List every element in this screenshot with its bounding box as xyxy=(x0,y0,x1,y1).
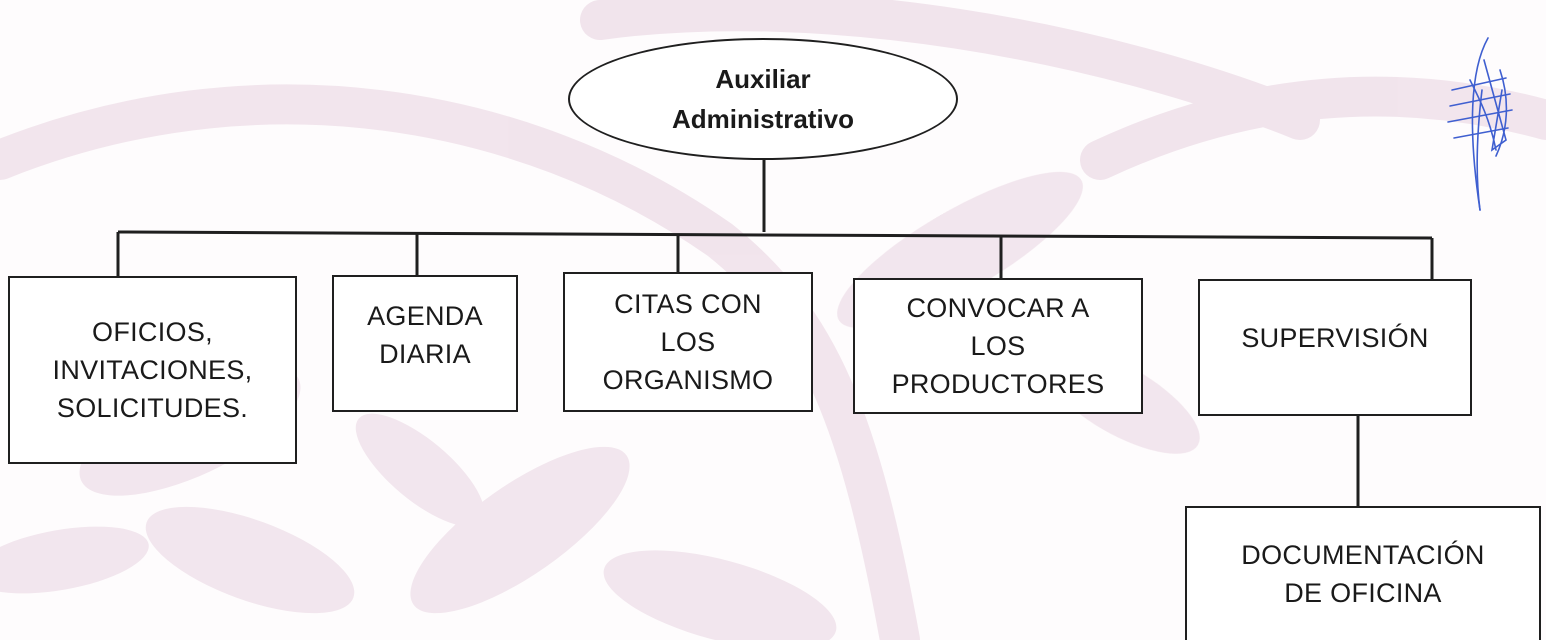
node-citas-label: CITAS CON LOS ORGANISMO xyxy=(602,289,774,395)
node-supervision-label: SUPERVISIÓN xyxy=(1241,323,1429,353)
node-oficios: OFICIOS, INVITACIONES, SOLICITUDES. xyxy=(8,276,297,464)
node-agenda-diaria-label: AGENDA DIARIA xyxy=(367,301,483,369)
node-convocar-label: CONVOCAR A LOS PRODUCTORES xyxy=(891,293,1105,399)
horizontal-bus xyxy=(117,230,1433,240)
root-node-auxiliar-administrativo: Auxiliar Administrativo xyxy=(568,38,958,160)
node-supervision: SUPERVISIÓN xyxy=(1198,279,1472,416)
root-node-label: Auxiliar Administrativo xyxy=(671,64,855,134)
node-citas: CITAS CON LOS ORGANISMO xyxy=(563,272,813,412)
node-documentacion-label: DOCUMENTACIÓN DE OFICINA xyxy=(1241,540,1485,608)
handwritten-signature xyxy=(1447,37,1513,211)
node-convocar: CONVOCAR A LOS PRODUCTORES xyxy=(853,278,1143,414)
node-oficios-label: OFICIOS, INVITACIONES, SOLICITUDES. xyxy=(52,317,253,423)
node-documentacion: DOCUMENTACIÓN DE OFICINA xyxy=(1185,506,1541,640)
node-agenda-diaria: AGENDA DIARIA xyxy=(332,275,518,412)
